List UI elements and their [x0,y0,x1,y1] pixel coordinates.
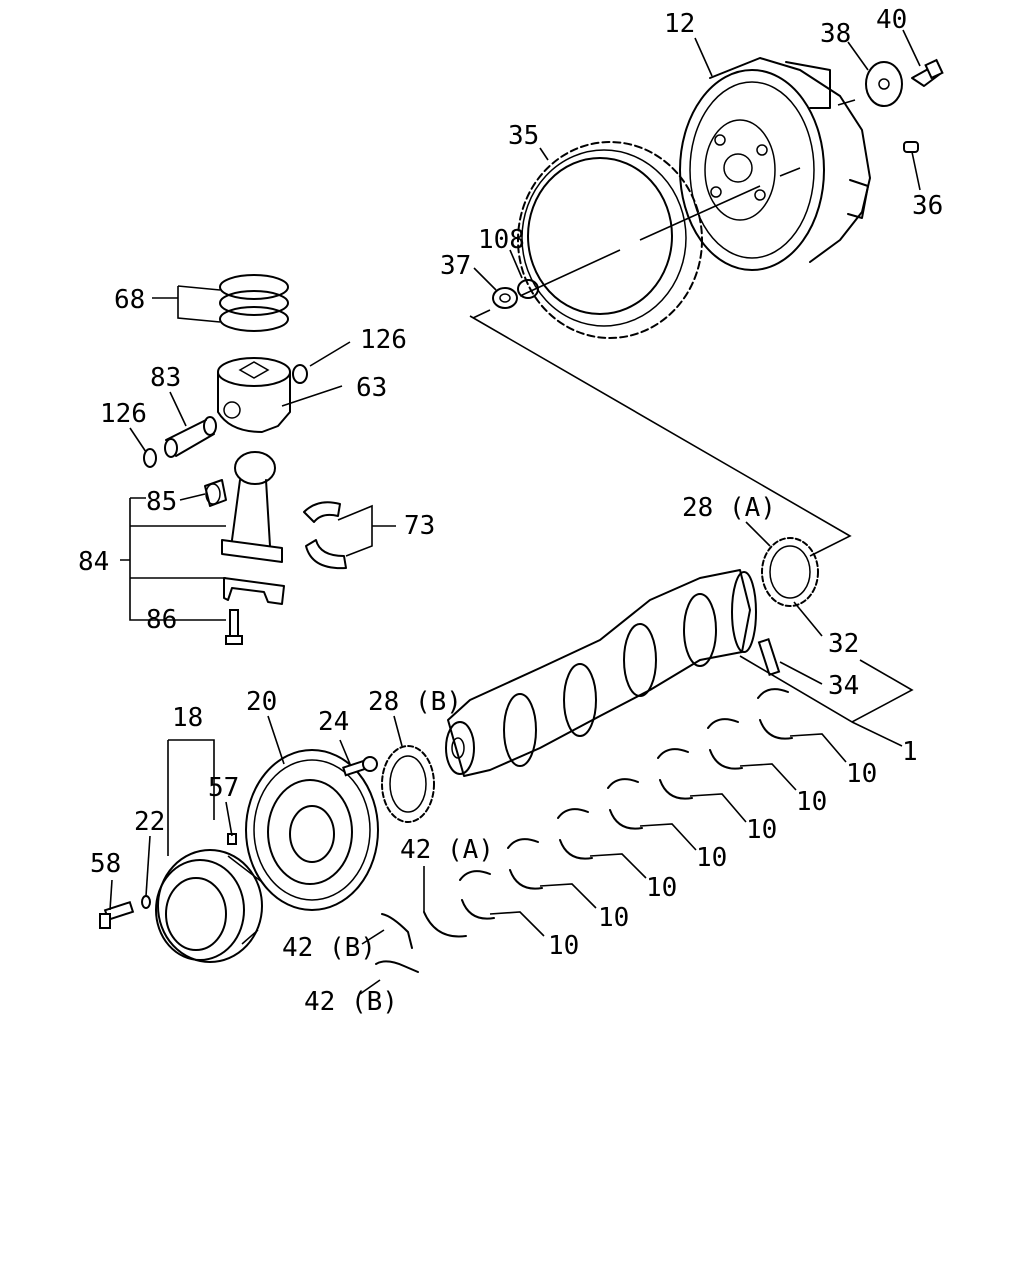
label-10-4: 10 [696,843,727,873]
label-73: 73 [404,511,435,541]
label-108: 108 [478,225,525,255]
thrust-washer-part-42b-lower [375,960,419,973]
label-40: 40 [876,5,907,35]
label-10-1: 10 [548,931,579,961]
label-35: 35 [508,121,539,151]
label-42a: 42 (A) [400,835,494,865]
label-18: 18 [172,703,203,733]
label-10-2: 10 [598,903,629,933]
bolt-part-86 [225,609,243,645]
label-28b: 28 (B) [368,687,462,717]
label-58: 58 [90,849,121,879]
label-20: 20 [246,687,277,717]
bearing-halves-part-73 [303,501,347,570]
label-10-5: 10 [746,815,777,845]
assembly-axis-line [469,167,852,557]
snap-ring-part-126-lower [143,448,157,468]
damper-pulley-part-18 [155,849,263,963]
washer-part-22 [141,895,151,909]
piston-part-63 [217,357,291,433]
piston-rings-part-68 [219,274,289,332]
snap-ring-part-126-upper [292,364,308,384]
label-10-6: 10 [796,787,827,817]
label-68: 68 [114,285,145,315]
label-12: 12 [664,9,695,39]
snap-ring-part-108 [517,279,539,299]
label-63: 63 [356,373,387,403]
label-32: 32 [828,629,859,659]
pin-part-36 [903,141,919,153]
label-1: 1 [902,737,918,767]
label-84: 84 [78,547,109,577]
label-10-7: 10 [846,759,877,789]
bolt-part-58 [99,900,135,929]
crankshaft-part-1 [445,569,757,777]
label-38: 38 [820,19,851,49]
connecting-rod-part-84 [221,451,285,605]
label-42b-upper: 42 (B) [282,933,376,963]
bolt-part-40 [911,58,944,87]
label-36: 36 [912,191,943,221]
pulley-part-20 [245,749,379,911]
ring-gear-part-35 [517,141,703,339]
thrust-washer-part-42b-upper [381,913,413,949]
label-34: 34 [828,671,859,701]
pilot-bearing-part-37 [492,287,518,309]
gear-part-28b [381,745,435,823]
label-37: 37 [440,251,471,281]
label-24: 24 [318,707,349,737]
label-126-upper: 126 [360,325,407,355]
label-86: 86 [146,605,177,635]
label-126-lower: 126 [100,399,147,429]
bolt-part-24 [342,756,378,777]
key-part-34 [757,638,781,676]
label-83: 83 [150,363,181,393]
thrust-washer-part-42a [423,911,467,938]
piston-pin-part-83 [164,416,217,458]
flywheel-part-12 [679,57,871,271]
main-bearing-shells-part-10 [459,688,793,920]
label-42b-lower: 42 (B) [304,987,398,1017]
label-57: 57 [208,773,239,803]
gear-part-28a [761,537,819,607]
leader-lines [109,29,921,995]
label-22: 22 [134,807,165,837]
label-28a: 28 (A) [682,493,776,523]
part-number-labels: 12 38 40 36 35 108 37 68 126 83 63 126 8… [78,5,943,1017]
label-85: 85 [146,487,177,517]
bushing-part-85 [204,479,227,507]
plate-part-38 [837,61,903,107]
label-10-3: 10 [646,873,677,903]
